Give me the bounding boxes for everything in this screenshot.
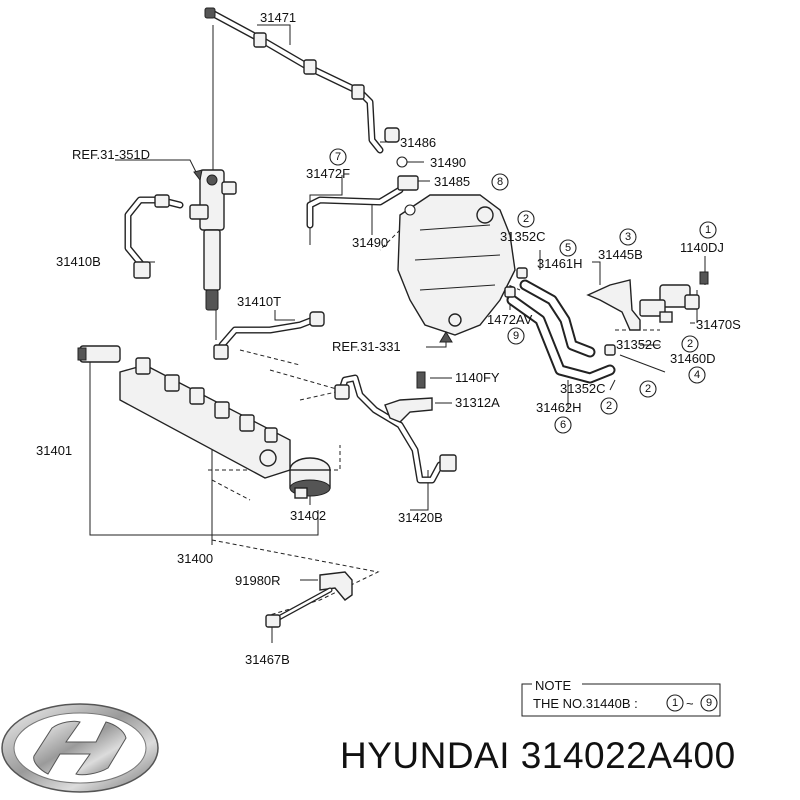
label-31312a: 31312A [455, 395, 500, 410]
svg-text:3: 3 [625, 231, 631, 243]
fuel-rail-31400 [77, 345, 291, 479]
note-line-prefix: THE NO.31440B : [533, 696, 638, 711]
svg-text:8: 8 [497, 176, 503, 188]
hp-pipe-31410b [124, 194, 184, 279]
label-31472f: 31472F [306, 166, 350, 181]
circled-6: 6 [554, 416, 572, 434]
label-1140dj: 1140DJ [680, 240, 724, 255]
label-1140fy: 1140FY [455, 370, 500, 385]
circled-4: 4 [688, 366, 706, 384]
circled-7: 7 [329, 148, 347, 166]
circled-1: 1 [699, 221, 717, 239]
label-31490-bottom: 31490 [352, 235, 388, 250]
label-31471: 31471 [260, 10, 296, 25]
note-box: NOTE THE NO.31440B : 1 ~ 9 [521, 678, 721, 717]
label-ref-31-351d: REF.31-351D [72, 147, 150, 162]
label-31485: 31485 [434, 174, 470, 189]
svg-text:7: 7 [335, 151, 341, 163]
ref-arrows [193, 169, 453, 343]
bracket-31445b [586, 279, 641, 331]
bracket-31312a [384, 371, 433, 423]
label-31410b: 31410B [56, 254, 101, 269]
circled-2-c: 2 [639, 380, 657, 398]
label-31352c-bottom: 31352C [560, 381, 606, 396]
circled-8: 8 [491, 173, 509, 191]
circled-2-b: 2 [681, 335, 699, 353]
svg-text:2: 2 [687, 338, 693, 350]
hp-pipe-31420b [334, 374, 457, 484]
circled-5: 5 [559, 239, 577, 257]
circled-3: 3 [619, 228, 637, 246]
svg-text:6: 6 [560, 419, 566, 431]
svg-text:2: 2 [523, 213, 529, 225]
brand-part-number: HYUNDAI 314022A400 [340, 735, 736, 776]
svg-text:2: 2 [606, 400, 612, 412]
label-31445b: 31445B [598, 247, 643, 262]
hp-pipe-31410t [213, 311, 325, 360]
label-31470s: 31470S [696, 317, 741, 332]
label-31401: 31401 [36, 443, 72, 458]
svg-text:2: 2 [645, 383, 651, 395]
injector [189, 169, 237, 311]
svg-text:5: 5 [565, 242, 571, 254]
label-31400: 31400 [177, 551, 213, 566]
hyundai-logo-icon [1, 703, 159, 793]
note-range-to: 9 [706, 697, 712, 709]
return-pipe-31471 [204, 7, 384, 154]
pump-body [384, 127, 516, 336]
label-31460d: 31460D [670, 351, 716, 366]
circled-2-d: 2 [600, 397, 618, 415]
svg-text:4: 4 [694, 369, 700, 381]
label-31410t: 31410T [237, 294, 281, 309]
svg-text:9: 9 [513, 330, 519, 342]
bracket-91980r [265, 571, 353, 628]
label-ref-31-331: REF.31-331 [332, 339, 401, 354]
part-labels: 31471 31486 31490 31485 31472F 31490 REF… [36, 10, 741, 667]
label-31490-top: 31490 [430, 155, 466, 170]
label-31352c-top: 31352C [500, 229, 546, 244]
valve-31470s [639, 271, 709, 323]
circled-2-a: 2 [517, 210, 535, 228]
pressure-valve-31402 [289, 457, 331, 499]
label-91980r: 91980R [235, 573, 281, 588]
label-31461h: 31461H [537, 256, 583, 271]
note-title: NOTE [535, 678, 571, 693]
circled-numbers: 7 8 2 3 1 5 9 2 4 2 2 6 [329, 148, 717, 434]
label-31420b: 31420B [398, 510, 443, 525]
hoses [504, 267, 616, 384]
label-31402: 31402 [290, 508, 326, 523]
label-31462h: 31462H [536, 400, 582, 415]
label-31486: 31486 [400, 135, 436, 150]
circled-9: 9 [507, 327, 525, 345]
pipe-31472f [306, 186, 404, 229]
label-31467b: 31467B [245, 652, 290, 667]
note-range-from: 1 [672, 697, 678, 709]
note-range-sep: ~ [686, 696, 694, 711]
label-31352c-mid: 31352C [616, 337, 662, 352]
label-1472av: 1472AV [487, 312, 533, 327]
svg-text:1: 1 [705, 224, 711, 236]
